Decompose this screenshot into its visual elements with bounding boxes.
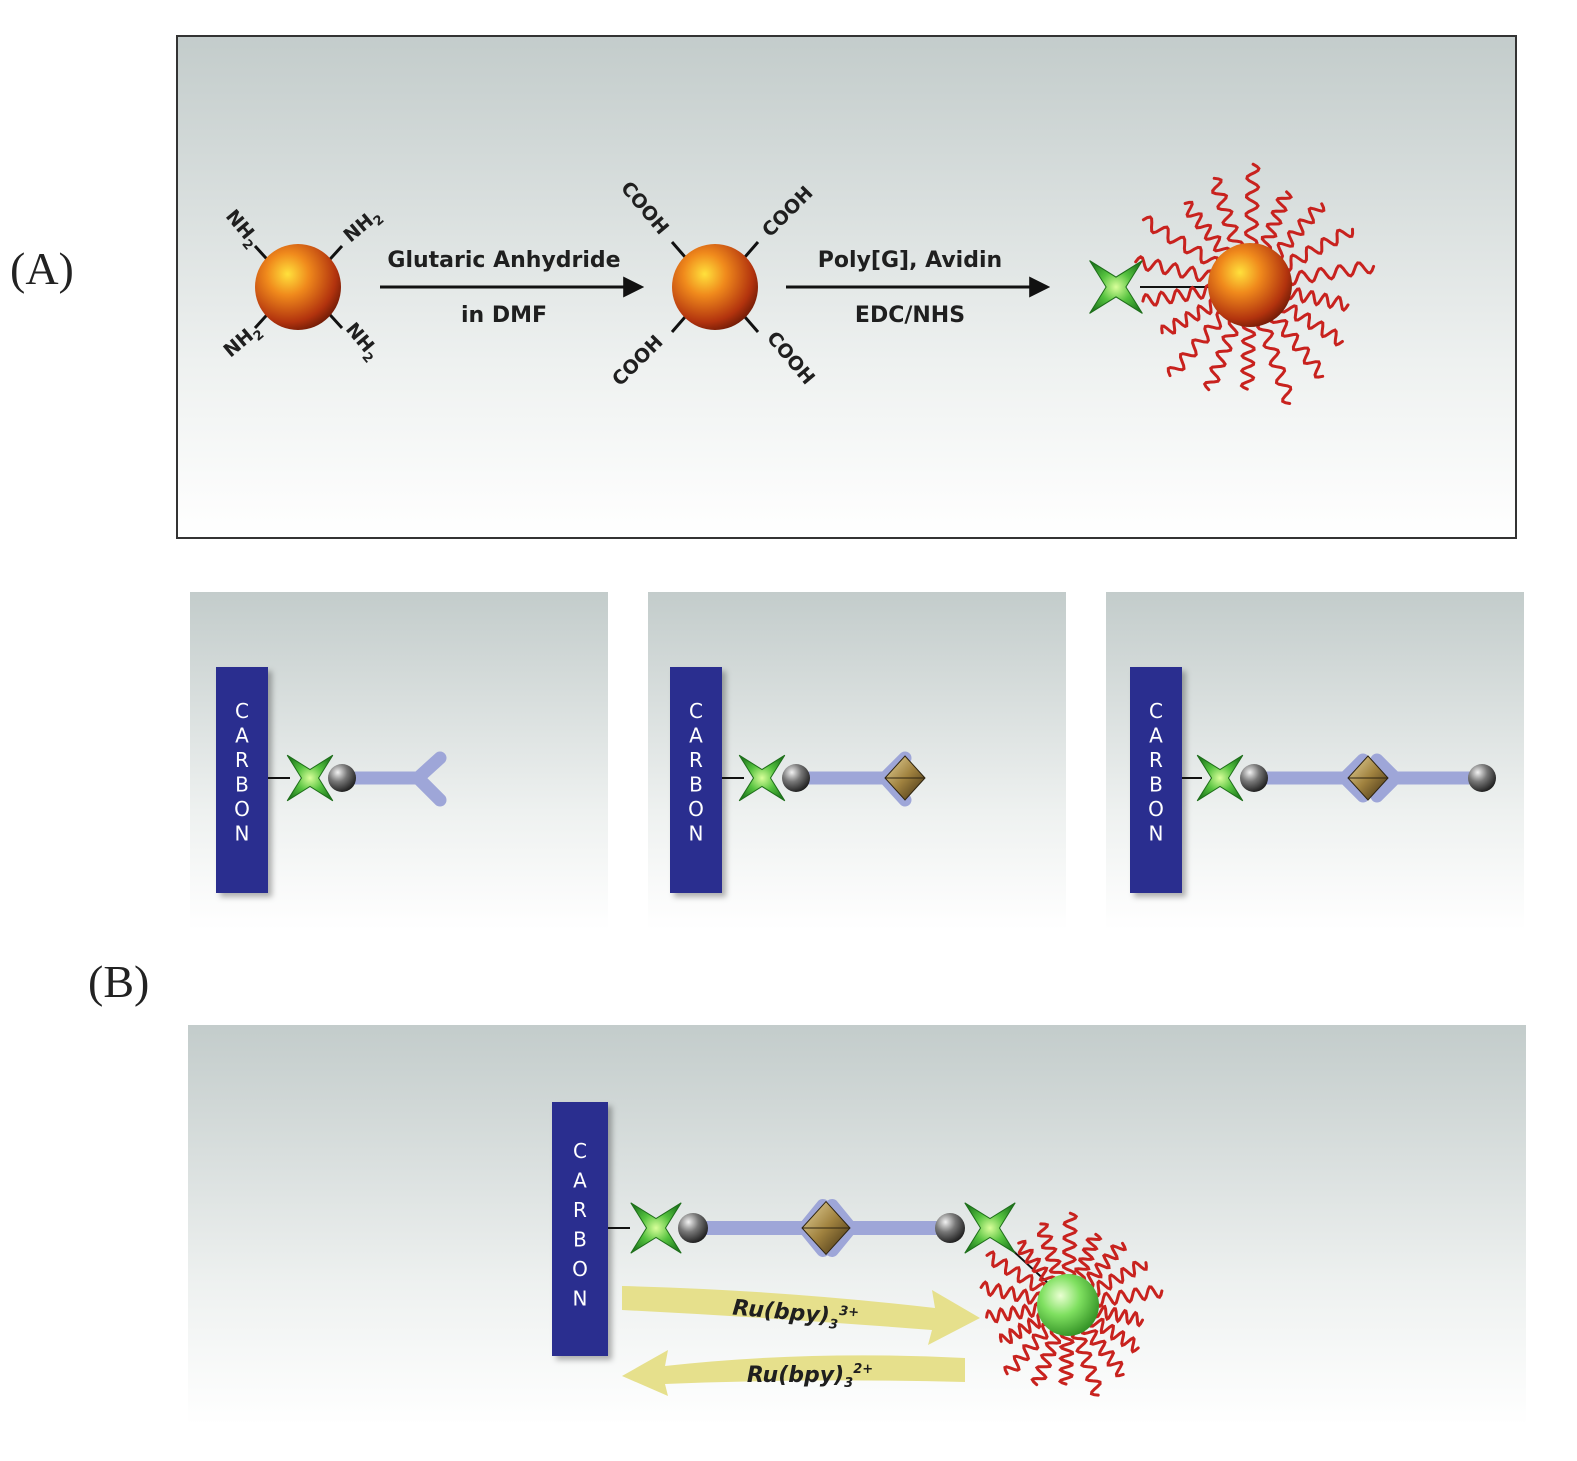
avidin-star-icon xyxy=(630,1202,682,1254)
biotin-bead xyxy=(782,764,810,792)
step1-reagent: Glutaric Anhydride xyxy=(387,248,620,273)
dna-strand xyxy=(1030,1329,1062,1387)
electrode-label-letter: O xyxy=(234,797,250,821)
dna-strand xyxy=(1280,303,1344,347)
dna-strand xyxy=(1260,190,1293,252)
dna-strand xyxy=(1281,227,1355,272)
dna-strand xyxy=(1285,287,1350,313)
dna-strand xyxy=(1273,202,1326,260)
electrode-label-letter: C xyxy=(1149,699,1163,723)
electrode-label-letter: A xyxy=(689,724,703,748)
dna-strand xyxy=(1183,200,1231,257)
electrode-label-letter: B xyxy=(235,773,249,797)
biotin-bead xyxy=(1240,764,1268,792)
electrode-label-letter: N xyxy=(1149,822,1164,846)
dna-strand xyxy=(1091,1260,1148,1298)
dna-strand xyxy=(1160,297,1219,335)
electrode-label-letter: N xyxy=(235,822,250,846)
electrode-label-letter: B xyxy=(689,773,703,797)
step2-coupling: EDC/NHS xyxy=(855,303,965,328)
electrode-label-letter: A xyxy=(573,1169,587,1193)
electrode-label-letter: A xyxy=(235,724,249,748)
dna-strand xyxy=(1141,215,1220,267)
electrode-label-letter: N xyxy=(689,822,704,846)
oxidation-arrow xyxy=(622,1286,980,1345)
dna-strand xyxy=(998,1312,1045,1345)
electrode-label-letter: R xyxy=(1149,748,1163,772)
avidin-star-icon xyxy=(1089,260,1143,314)
electrode-label-letter: C xyxy=(235,699,249,723)
avidin-star-icon xyxy=(964,1202,1016,1254)
orange-sphere xyxy=(672,244,758,330)
avidin-star-icon xyxy=(1196,754,1244,802)
avidin-star-icon xyxy=(738,754,786,802)
dna-strand xyxy=(1166,310,1227,378)
reduction-arrow xyxy=(622,1350,965,1396)
orange-sphere xyxy=(255,244,341,330)
dna-strand xyxy=(1094,1285,1164,1309)
dna-strand xyxy=(1093,1304,1144,1328)
electrode-label-letter: O xyxy=(1148,797,1164,821)
dna-strand xyxy=(1211,176,1245,251)
avidin-star-icon xyxy=(286,754,334,802)
panel-a-label: (A) xyxy=(10,243,74,294)
electrode-label-letter: N xyxy=(573,1287,588,1311)
ru-reduced-label: Ru(bpy)32+ xyxy=(747,1362,873,1391)
electrode-label-letter: R xyxy=(235,748,249,772)
dna-strand xyxy=(1243,162,1261,249)
step1-solvent: in DMF xyxy=(461,303,547,328)
dna-strand xyxy=(1070,1330,1102,1397)
orange-sphere xyxy=(1208,243,1292,327)
dna-strand xyxy=(1017,1239,1056,1285)
dna-strand xyxy=(1269,313,1325,379)
dna-strand xyxy=(985,1301,1042,1324)
dna-strand xyxy=(1089,1317,1140,1354)
dna-strand xyxy=(1003,1322,1051,1376)
dna-strand xyxy=(1256,319,1293,405)
biotin-bead xyxy=(678,1213,708,1243)
electrode-label-letter: B xyxy=(1149,773,1163,797)
dna-strand xyxy=(1061,1211,1079,1279)
dna-strand xyxy=(1239,321,1257,391)
electrode-label-letter: A xyxy=(1149,724,1163,748)
green-nanoparticle xyxy=(1037,1274,1099,1336)
dna-strand xyxy=(1286,261,1376,287)
dna-strand xyxy=(1141,283,1214,307)
dna-strand xyxy=(1074,1232,1103,1281)
dna-strand xyxy=(1057,1331,1075,1386)
biotin-bead xyxy=(935,1213,965,1243)
electrode-label-letter: R xyxy=(573,1198,587,1222)
step2-reagent: Poly[G], Avidin xyxy=(818,248,1002,273)
electrode-label-letter: C xyxy=(573,1139,587,1163)
electrode-label-letter: O xyxy=(688,797,704,821)
panel-a: NH2 NH2 NH2 NH2 Glutaric Anhydride in DM… xyxy=(176,35,1517,539)
electrode-label-letter: R xyxy=(689,748,703,772)
dna-strand xyxy=(985,1250,1047,1292)
biotin-bead xyxy=(328,764,356,792)
electrode-label-letter: C xyxy=(689,699,703,723)
dna-strand xyxy=(1037,1222,1066,1280)
electrode-label-letter: O xyxy=(572,1257,588,1281)
dna-strand xyxy=(1080,1325,1125,1378)
panel-b-label: (B) xyxy=(88,956,150,1007)
dna-strand xyxy=(979,1280,1043,1305)
electrode-label-letter: B xyxy=(573,1228,587,1252)
dna-strand xyxy=(1085,1241,1128,1288)
dna-strand xyxy=(1134,254,1215,282)
carbon-electrode xyxy=(552,1102,608,1356)
biotin-bead xyxy=(1468,764,1496,792)
dna-strand xyxy=(1202,318,1239,392)
dna-nanoparticle-product xyxy=(1089,162,1376,405)
